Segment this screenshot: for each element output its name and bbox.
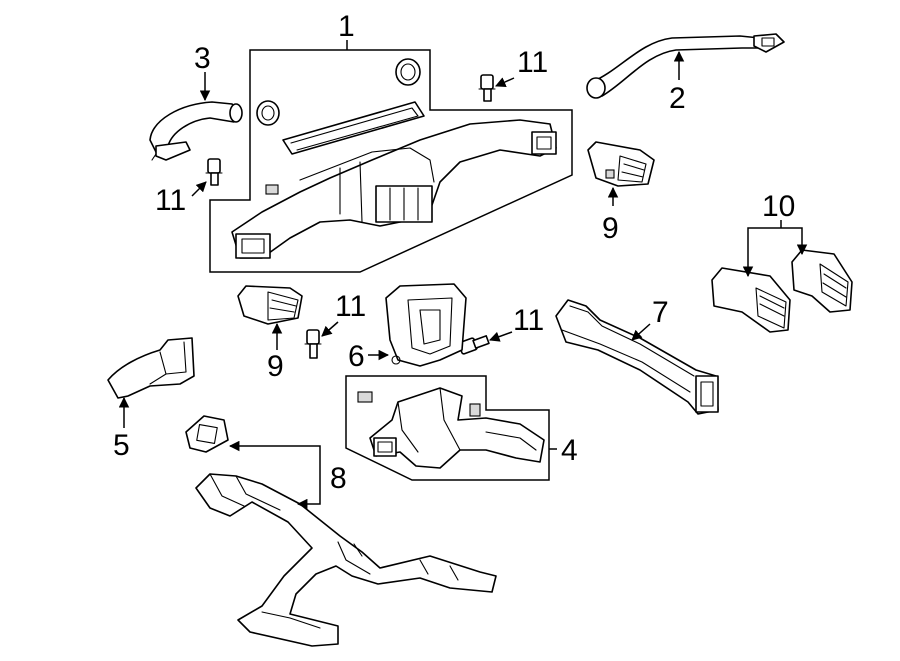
callout-4: 4	[561, 434, 578, 467]
callout-11-right: 11	[513, 304, 544, 337]
part-4-group-box	[345, 375, 550, 481]
part-9-vent-lower	[237, 285, 303, 325]
part-3-small-duct	[149, 101, 243, 161]
callout-11-mid: 11	[335, 290, 366, 323]
duct-flange	[155, 141, 191, 161]
part-10-side-vents	[711, 249, 853, 333]
callout-11-top: 11	[517, 46, 548, 79]
clip	[265, 184, 279, 195]
callout-1: 1	[338, 10, 355, 43]
callout-8: 8	[330, 462, 347, 495]
part-8-floor-duct	[185, 415, 497, 647]
part-11-fastener	[478, 74, 496, 102]
outlet	[373, 437, 397, 457]
part-6-housing	[385, 283, 467, 367]
callout-6: 6	[348, 340, 365, 373]
grommet	[395, 58, 421, 86]
part-1-group-box	[209, 49, 573, 273]
duct-end	[586, 77, 606, 99]
part-11-fastener	[304, 329, 322, 359]
duct-outlet	[695, 375, 719, 413]
defrost-nozzle	[282, 101, 425, 155]
callout-10: 10	[762, 190, 795, 223]
grommet	[256, 100, 280, 126]
duct-outlet	[753, 33, 785, 53]
callout-9-lower: 9	[267, 350, 284, 383]
end-outlet	[235, 233, 271, 259]
part-9-vent-upper	[587, 141, 655, 187]
callout-9-upper: 9	[602, 212, 619, 245]
part-2-rear-duct	[586, 33, 785, 99]
callout-3: 3	[194, 42, 211, 75]
clip	[357, 391, 373, 403]
side-outlet	[531, 131, 557, 155]
callout-2: 2	[669, 82, 686, 115]
part-11-fastener	[458, 335, 490, 355]
duct-seal	[185, 415, 229, 453]
part-7-long-duct	[555, 299, 719, 415]
part-4-duct-assembly	[345, 375, 550, 481]
part-1-duct-assembly	[209, 49, 573, 273]
part-5-duct	[107, 337, 195, 399]
clip	[469, 403, 481, 417]
part-11-fastener	[205, 158, 223, 186]
callout-5: 5	[113, 429, 130, 462]
callout-11-left: 11	[155, 184, 186, 217]
callout-7: 7	[652, 296, 669, 329]
